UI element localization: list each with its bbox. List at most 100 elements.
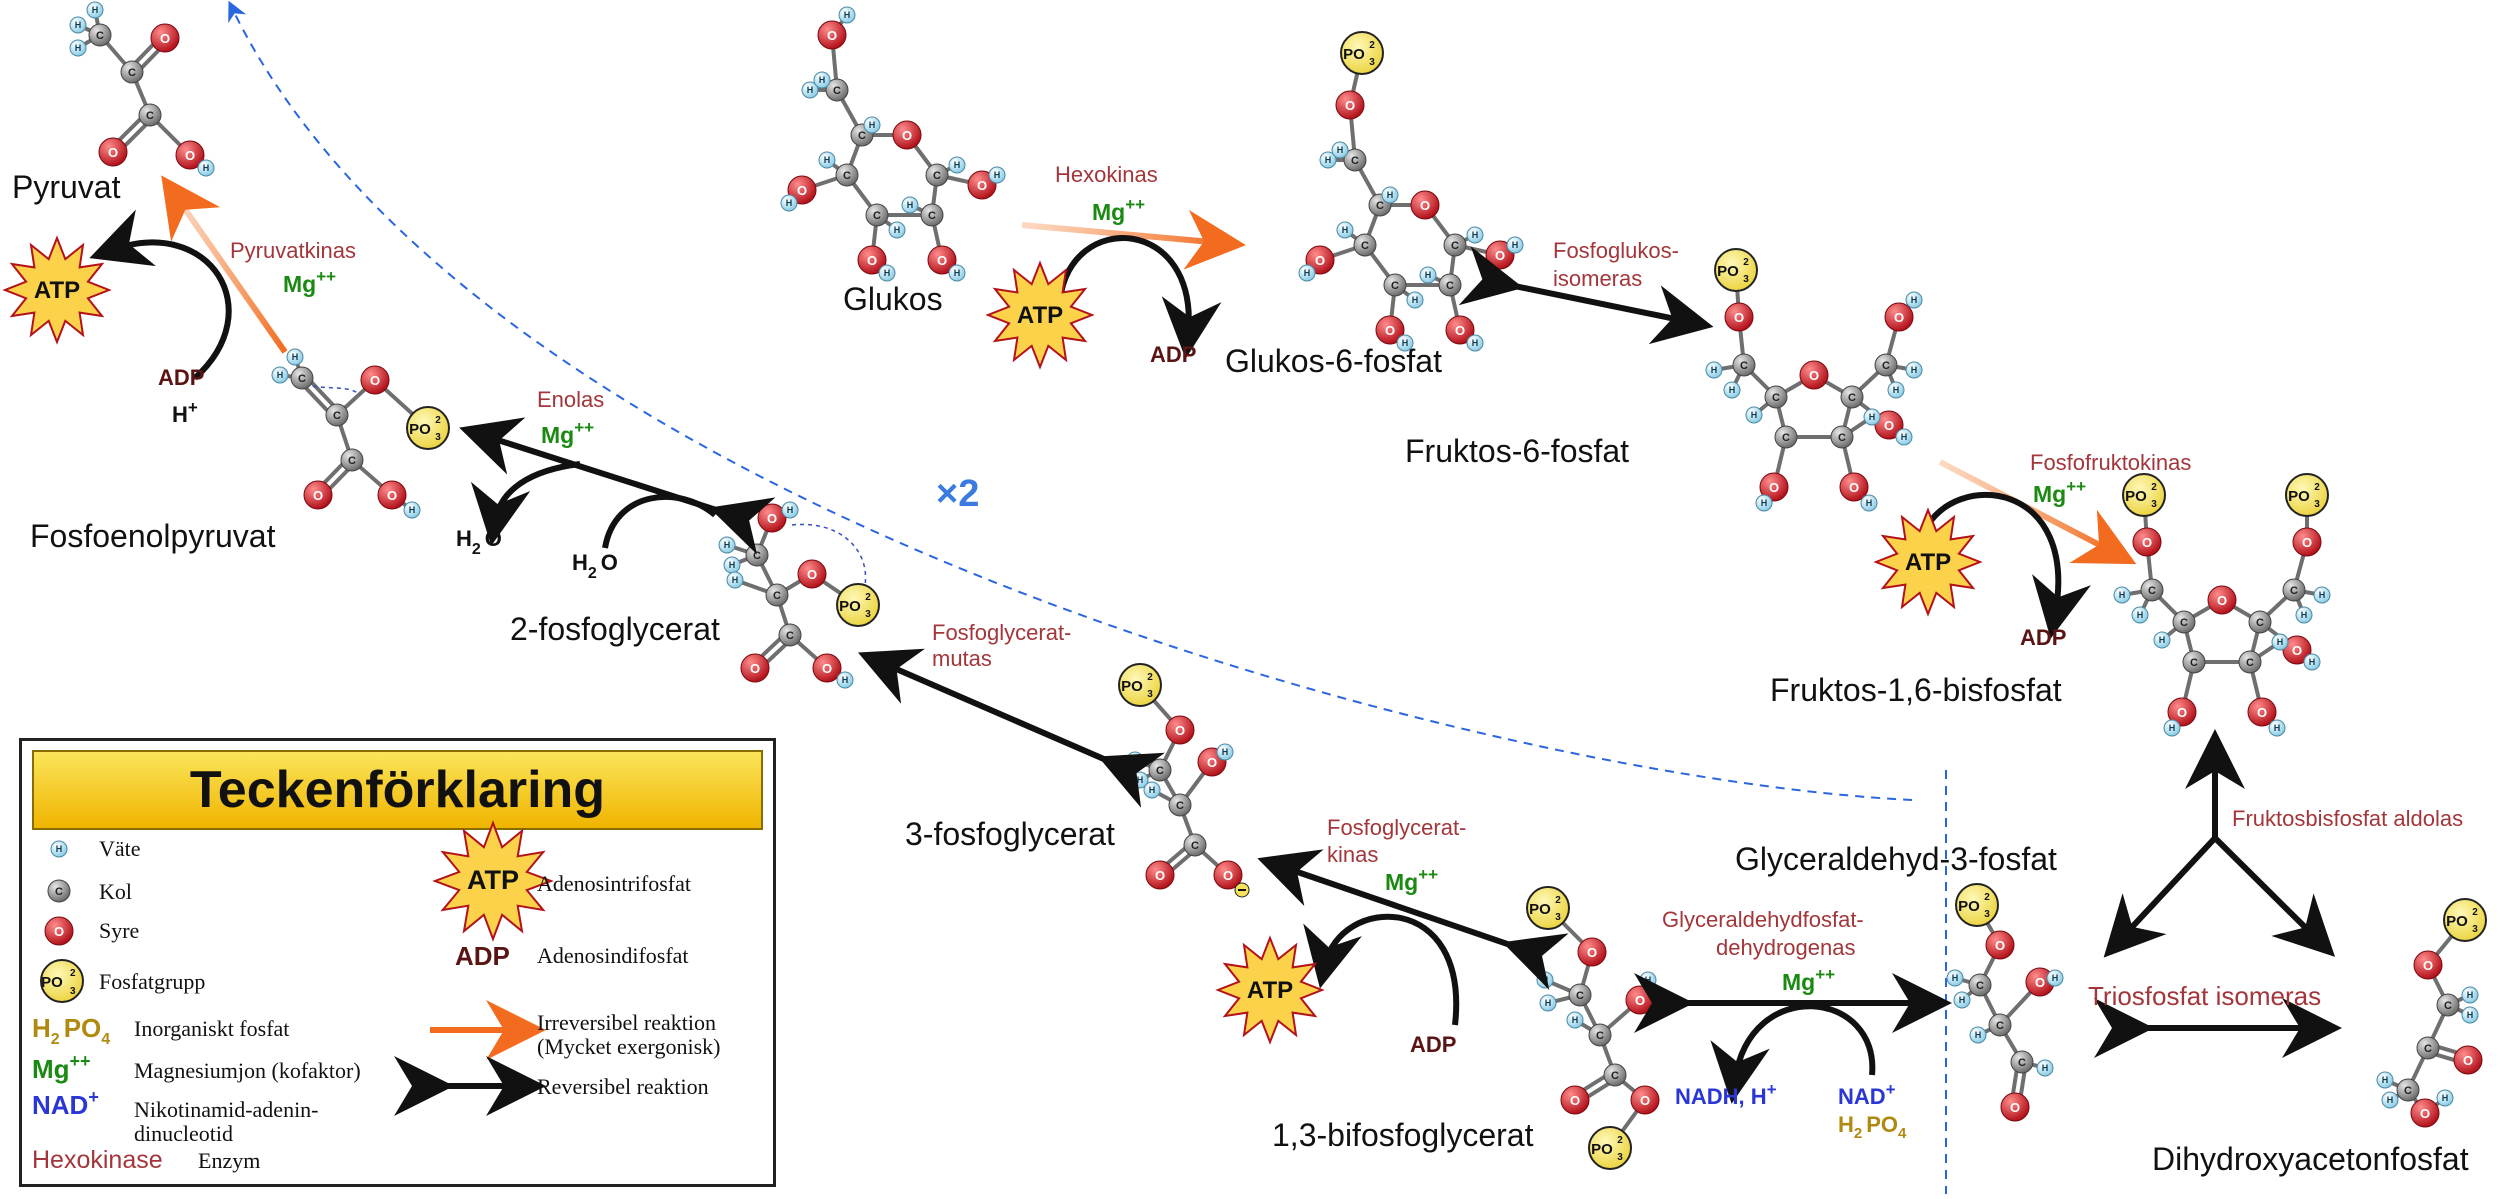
f6p-oxygen-atom: O <box>1874 410 1904 440</box>
pyruvate-hydrogen-atom: H <box>197 159 215 177</box>
atom-subscript: 3 <box>1147 689 1153 700</box>
dhap-hydrogen-atom: H <box>2461 1006 2479 1024</box>
atom-symbol: O <box>2420 1106 2430 1121</box>
f16bp-hydrogen-atom: H <box>2163 719 2181 737</box>
f6p-oxygen-atom: O <box>1759 472 1789 502</box>
pg2-carbon-atom: C <box>745 543 769 567</box>
glucose-hydrogen-atom: H <box>988 166 1006 184</box>
glucose-hydrogen-atom: H <box>948 264 966 282</box>
pg3-hydrogen-atom: H <box>1216 743 1234 761</box>
atp-hexokinase-icon: ATP <box>985 260 1095 370</box>
atom-symbol: H <box>2137 610 2144 620</box>
atom-symbol: O <box>160 31 170 46</box>
pep-oxygen-atom: O <box>377 480 407 510</box>
legend-atp-icon: ATP <box>432 820 554 942</box>
f16bp-hydrogen-atom: H <box>2131 606 2149 624</box>
atom-symbol: H <box>1959 995 1966 1005</box>
atom-superscript: 2 <box>1555 895 1561 906</box>
legend-enzyme-example: Hexokinase <box>32 1146 163 1174</box>
atom-symbol: C <box>1176 800 1184 812</box>
pg2-hydrogen-atom: H <box>718 536 736 554</box>
aldolase-left <box>2103 835 2218 958</box>
atom-symbol: O <box>2423 958 2433 973</box>
atom-symbol: O <box>1995 938 2005 953</box>
atom-symbol: C <box>96 30 104 42</box>
nadh-label: NADH, H+ <box>1675 1080 1777 1109</box>
atom-symbol: C <box>298 373 306 385</box>
atom-symbol: PO <box>1121 678 1143 695</box>
adp-pk: ADP <box>158 365 204 390</box>
glucose-hydrogen-atom: H <box>878 264 896 282</box>
f6p-hydrogen-atom: H <box>1863 408 1881 426</box>
legend-oxygen-text: Syre <box>99 918 140 943</box>
atom-symbol: C <box>928 210 936 222</box>
pg2-carbon-atom: C <box>765 583 789 607</box>
bpg13-oxygen-atom: O <box>1560 1085 1590 1115</box>
f16bp-oxygen-atom: O <box>2167 697 2197 727</box>
atom-subscript: 3 <box>2314 499 2320 510</box>
atom-superscript: 2 <box>1984 892 1990 903</box>
atom-symbol: H <box>92 5 99 15</box>
atom-symbol: C <box>2180 617 2188 629</box>
mg-pfk: Mg++ <box>2033 477 2086 507</box>
atom-symbol: O <box>1809 368 1819 383</box>
legend-atp-text: Adenosintrifosfat <box>537 871 691 896</box>
label-f6p: Fruktos-6-fosfat <box>1405 433 1629 469</box>
atom-symbol: H <box>1572 1015 1579 1025</box>
f6p-oxygen-atom: O <box>1884 302 1914 332</box>
f16bp-oxygen-atom: O <box>2292 527 2322 557</box>
pep-carbon-atom: C <box>325 403 349 427</box>
f6p-hydrogen-atom: H <box>1895 428 1913 446</box>
pep-hydrogen-atom: H <box>286 348 304 366</box>
atom-symbol: H <box>1222 747 1229 757</box>
pep-hydrogen-atom: H <box>403 501 421 519</box>
label-glucose: Glukos <box>843 281 943 317</box>
legend-magnesium-text: Magnesiumjon (kofaktor) <box>134 1058 361 1083</box>
atom-symbol: H <box>1911 365 1918 375</box>
mg-pk: Mg++ <box>283 267 336 297</box>
aldolase-right <box>2212 835 2336 957</box>
glucose-oxygen-atom: O <box>892 120 922 150</box>
atom-symbol: O <box>822 661 832 676</box>
atom-symbol: H <box>1893 385 1900 395</box>
atom-symbol: O <box>2463 1053 2473 1068</box>
atom-superscript: 2 <box>1743 257 1749 268</box>
pg3-oxygen-atom: O <box>1145 860 1175 890</box>
svg-text:PO: PO <box>41 974 63 991</box>
atom-subscript: 3 <box>1984 909 1990 920</box>
atp-legend-burst: ATP <box>432 820 554 942</box>
f16bp-carbon-atom: C <box>2182 650 2206 674</box>
atom-symbol: H <box>1729 385 1736 395</box>
atom-symbol: C <box>1191 840 1199 852</box>
atom-symbol: H <box>1542 975 1549 985</box>
atom-symbol: PO <box>2125 488 2147 505</box>
atp-label: ATP <box>1247 977 1293 1004</box>
f6p-carbon-atom: C <box>1764 385 1788 409</box>
g6p-hydrogen-atom: H <box>1319 151 1337 169</box>
enzyme-pgi-line1: Fosfoglukos- <box>1553 238 1679 263</box>
dhap-carbon-atom: C <box>2396 1078 2420 1102</box>
atom-symbol: O <box>1769 480 1779 495</box>
legend-title: Teckenförklaring <box>32 750 763 830</box>
pyruvate-hydrogen-atom: H <box>69 39 87 57</box>
pyruvate-hydrogen-atom: H <box>69 16 87 34</box>
legend-nad-text-1: Nikotinamid-adenin- <box>134 1097 319 1122</box>
pyruvate-oxygen-atom: O <box>98 137 128 167</box>
f6p-hydrogen-atom: H <box>1705 361 1723 379</box>
molecule-labels: Glukos Glukos-6-fosfat Fruktos-6-fosfat … <box>12 169 2469 1177</box>
atom-symbol: O <box>2217 593 2227 608</box>
atom-symbol: O <box>1587 945 1597 960</box>
atom-symbol: C <box>2148 585 2156 597</box>
atom-symbol: C <box>1976 980 1984 992</box>
atom-superscript: 2 <box>865 592 871 603</box>
atom-symbol: C <box>2190 657 2198 669</box>
atom-symbol: C <box>1596 1030 1604 1042</box>
f6p-carbon-atom: C <box>1732 353 1756 377</box>
atom-symbol: H <box>277 370 284 380</box>
atom-symbol: O <box>827 28 837 43</box>
